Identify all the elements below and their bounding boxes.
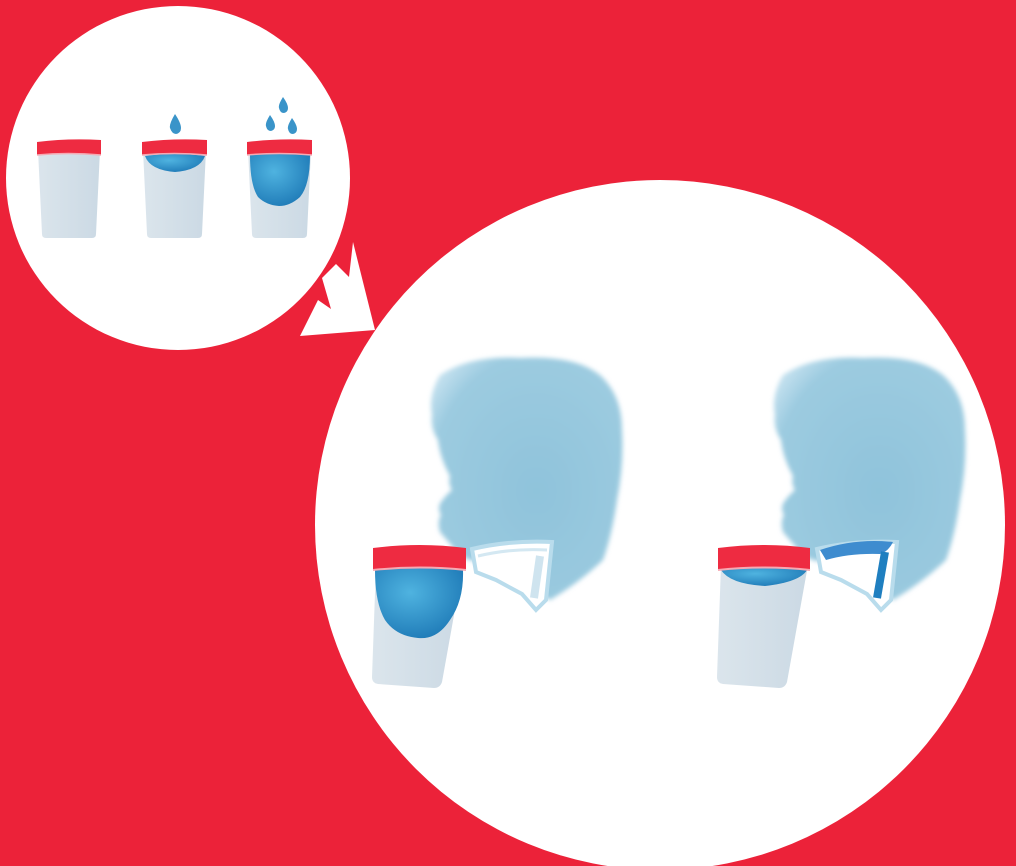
top-bubble (6, 6, 350, 350)
pad-dry-icon (37, 139, 101, 238)
